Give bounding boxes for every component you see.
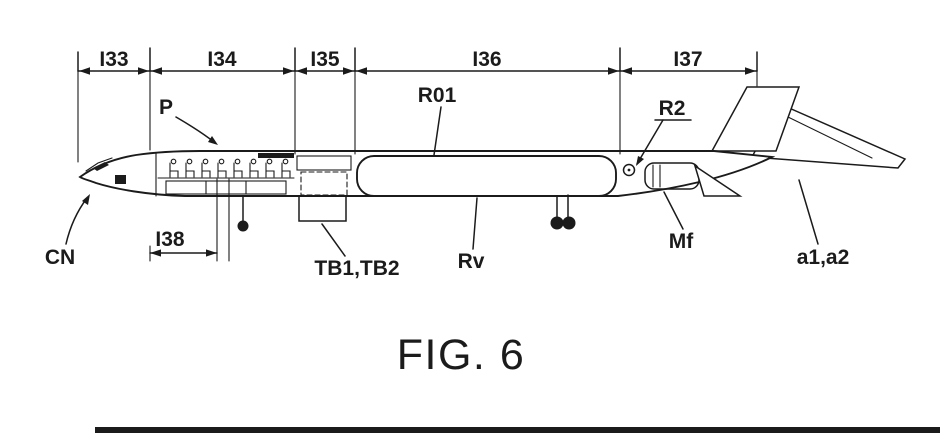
tb-battery-box (298, 195, 347, 222)
main-gear-wheel (550, 216, 564, 230)
r01-leader-line (433, 106, 442, 156)
upper-deck-door (258, 153, 294, 158)
dimension-arrowheads (79, 67, 756, 75)
cn-leader-line (65, 197, 88, 245)
equipment-rack-upper (296, 155, 352, 171)
dimension-label-i37: I37 (673, 48, 702, 71)
bottom-scan-bar (95, 427, 940, 433)
r2-dot (627, 168, 631, 172)
callout-label-r2: R2 (659, 97, 686, 120)
stabilizer-inner-line (787, 116, 873, 159)
dimension-label-i34: I34 (207, 48, 237, 71)
r2-circle (622, 163, 636, 177)
rear-engine (644, 162, 743, 197)
p-arrowhead (208, 136, 218, 145)
callout-label-cn: CN (45, 246, 75, 269)
callout-label-tb1-tb2: TB1,TB2 (314, 257, 399, 280)
equipment-rack-dashed (300, 171, 348, 196)
callout-label-p: P (159, 96, 173, 119)
passenger-cabin (157, 153, 295, 195)
engine-pylon (693, 164, 743, 197)
cargo-container (356, 155, 617, 197)
tb-leader-line (321, 223, 346, 257)
r2-device (622, 163, 636, 177)
callout-label-a1-a2: a1,a2 (797, 246, 850, 269)
main-landing-gear (550, 194, 576, 230)
r2-arrowhead (636, 156, 644, 166)
tail-fin (710, 86, 801, 152)
callout-label-mf: Mf (669, 230, 694, 253)
cockpit-window (93, 162, 109, 171)
dimension-i38: I38 (149, 178, 230, 262)
nose-landing-gear (237, 195, 249, 232)
rv-leader-line (472, 197, 478, 250)
nose-equipment-block (115, 175, 126, 184)
dimension-label-i36: I36 (472, 48, 501, 71)
dimension-label-i38: I38 (155, 228, 185, 251)
callout-label-r01: R01 (418, 84, 457, 107)
cn-arrowhead (82, 194, 90, 205)
underfloor-bay (165, 180, 287, 195)
dimension-scale: I33 I34 I35 I36 I37 (77, 47, 758, 163)
nose-gear-wheel (237, 220, 249, 232)
figure-caption: FIG. 6 (397, 331, 525, 379)
mf-leader-line (663, 191, 684, 230)
r2-leader-line (636, 119, 664, 165)
extension-lines (77, 70, 758, 163)
windshield-line (85, 157, 113, 172)
callout-leaders (65, 106, 819, 257)
aircraft-side-view (78, 86, 907, 232)
dimension-label-i35: I35 (310, 48, 340, 71)
callout-labels: P R01 R2 CN TB1,TB2 Rv Mf a1,a2 (45, 84, 849, 280)
callout-label-rv: Rv (458, 250, 485, 273)
cockpit (85, 152, 157, 197)
underfloor-boxes (165, 180, 287, 195)
equipment-zone (296, 155, 352, 222)
main-gear-wheel (562, 216, 576, 230)
p-leader-line (175, 116, 215, 143)
a1a2-leader-line (798, 179, 819, 245)
dimension-label-i33: I33 (99, 48, 128, 71)
